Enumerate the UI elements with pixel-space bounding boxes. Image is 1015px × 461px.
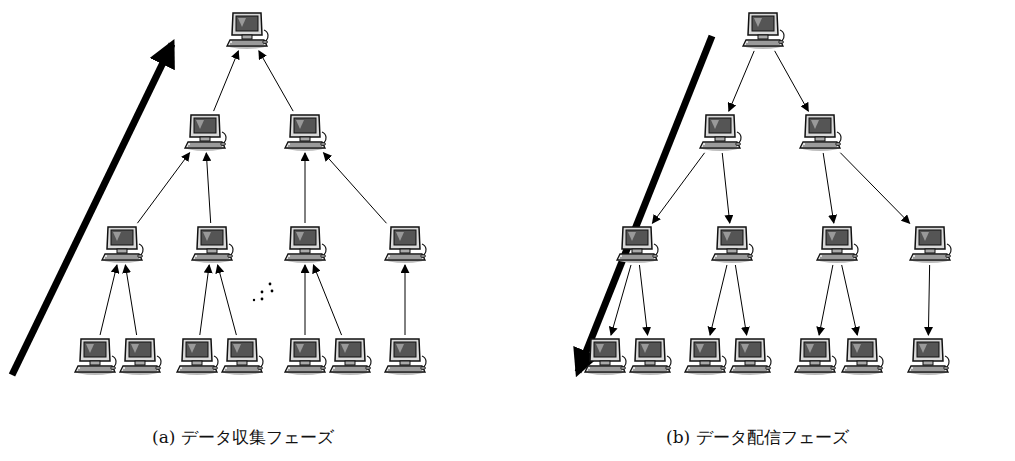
link-arrow [928, 265, 929, 335]
computer-node [727, 336, 773, 376]
link-arrow [405, 265, 406, 335]
computer-icon [72, 336, 118, 376]
computer-icon [182, 112, 228, 152]
link-arrow [259, 51, 293, 111]
computer-icon [282, 224, 328, 264]
computer-node [682, 336, 728, 376]
link-arrow [722, 153, 730, 223]
computer-icon [614, 224, 660, 264]
link-arrow [819, 265, 833, 335]
computer-icon [740, 10, 786, 50]
link-arrow [652, 153, 704, 223]
computer-node [814, 224, 860, 264]
computer-node [327, 336, 373, 376]
computer-node [582, 336, 628, 376]
link-arrow [100, 265, 117, 335]
computer-node [740, 10, 786, 50]
computer-icon [282, 112, 328, 152]
link-arrow [313, 265, 341, 335]
computer-icon [224, 10, 270, 50]
link-arrow [305, 153, 306, 223]
computer-icon [682, 336, 728, 376]
computer-node [839, 336, 885, 376]
link-arrow [639, 265, 647, 335]
link-arrow [823, 153, 834, 223]
computer-node [174, 336, 220, 376]
downward-flow-arrow [578, 36, 712, 372]
phase-caption: (b) データ配信フェーズ [664, 426, 851, 449]
computer-icon [697, 112, 743, 152]
link-arrow [324, 153, 387, 224]
computer-node [709, 224, 755, 264]
computer-icon [382, 336, 428, 376]
link-arrow [214, 51, 239, 111]
computer-icon [282, 336, 328, 376]
computer-icon [189, 224, 235, 264]
computer-icon [792, 336, 838, 376]
computer-node [627, 336, 673, 376]
computer-node [189, 224, 235, 264]
computer-node [382, 336, 428, 376]
computer-node [117, 336, 163, 376]
link-arrow [710, 265, 727, 335]
computer-icon [582, 336, 628, 376]
computer-node [614, 224, 660, 264]
computer-node [72, 336, 118, 376]
computer-icon [814, 224, 860, 264]
link-arrow [206, 153, 210, 223]
link-arrow [735, 265, 746, 335]
computer-icon [117, 336, 163, 376]
computer-node [219, 336, 265, 376]
computer-icon [99, 224, 145, 264]
computer-node [905, 336, 951, 376]
computer-node [224, 10, 270, 50]
computer-node [907, 224, 953, 264]
computer-icon [709, 224, 755, 264]
computer-icon [905, 336, 951, 376]
computer-icon [839, 336, 885, 376]
computer-icon [907, 224, 953, 264]
link-arrow [729, 51, 754, 111]
computer-node [797, 112, 843, 152]
link-arrow [842, 265, 858, 335]
computer-node [697, 112, 743, 152]
computer-node [382, 224, 428, 264]
computer-icon [382, 224, 428, 264]
link-arrow [218, 265, 237, 335]
link-arrow [305, 265, 306, 335]
computer-node [282, 224, 328, 264]
link-arrow [611, 265, 631, 335]
computer-node [282, 336, 328, 376]
computer-icon [627, 336, 673, 376]
computer-icon [797, 112, 843, 152]
computer-icon [174, 336, 220, 376]
link-arrow [775, 51, 809, 111]
phase-caption: (a) データ収集フェーズ [150, 426, 336, 449]
computer-icon [327, 336, 373, 376]
link-arrow [840, 153, 909, 224]
ellipsis-dots [253, 283, 274, 302]
link-arrow [200, 265, 209, 335]
computer-node [282, 112, 328, 152]
computer-node [99, 224, 145, 264]
computer-icon [219, 336, 265, 376]
link-arrow [137, 153, 189, 223]
computer-node [182, 112, 228, 152]
computer-node [792, 336, 838, 376]
link-arrow [125, 265, 136, 335]
computer-icon [727, 336, 773, 376]
